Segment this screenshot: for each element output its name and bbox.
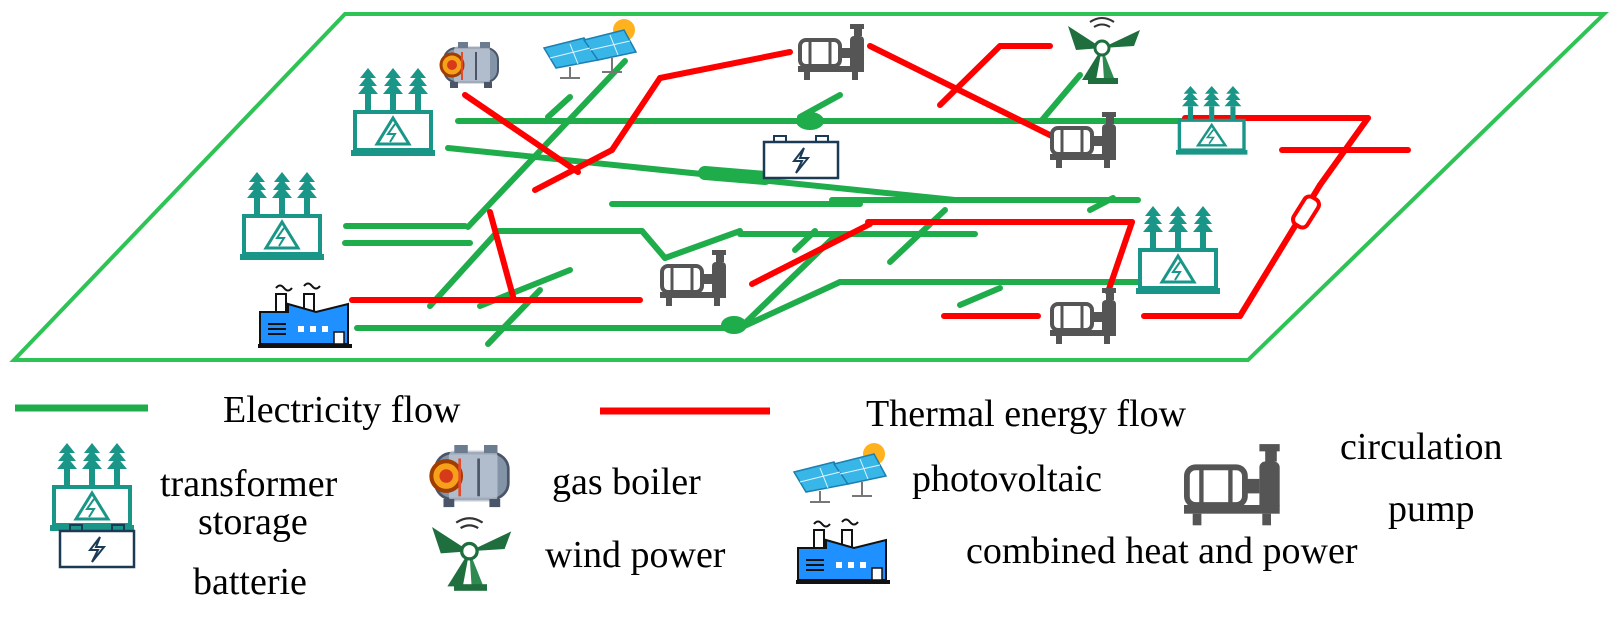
transformer-icon	[1174, 84, 1250, 157]
legend-circulation-label: circulation	[1340, 426, 1503, 468]
legend-chp-label: combined heat and power	[966, 530, 1358, 572]
legend-chp-icon	[795, 518, 891, 585]
legend-photovoltaic-label: photovoltaic	[912, 458, 1102, 500]
electricity-flow-lines	[342, 58, 1185, 347]
legend-transformer-label: transformer	[160, 463, 338, 505]
legend-wind-power-label: wind power	[545, 534, 726, 576]
circulation-pump-icon	[796, 22, 866, 82]
platform-outline	[9, 12, 1609, 362]
transformer-icon	[238, 170, 326, 262]
transformer-icon	[1134, 204, 1222, 296]
legend-pump-label: pump	[1388, 488, 1475, 530]
legend-transformer-icon	[48, 441, 136, 533]
legend-pump-icon	[1184, 444, 1280, 525]
circulation-pump-icon	[1048, 286, 1118, 346]
storage-battery-icon	[762, 134, 840, 180]
legend-gas-boiler-icon	[431, 445, 508, 507]
legend-thermal-label: Thermal energy flow	[866, 393, 1187, 435]
legend-storage-label: storage	[198, 501, 308, 543]
legend-wind-icon	[430, 516, 513, 593]
legend-gas-boiler-label: gas boiler	[552, 461, 701, 503]
thermal-flow-lines	[349, 43, 1411, 319]
legend-batterie-label: batterie	[193, 561, 307, 603]
legend-electricity-label: Electricity flow	[223, 389, 461, 431]
transformer-icon	[349, 66, 437, 158]
chp-plant-icon	[257, 282, 353, 349]
legend-battery-icon	[58, 523, 136, 569]
legend-photovoltaic-icon	[793, 442, 887, 503]
gas-boiler-icon	[439, 40, 500, 90]
photovoltaic-icon	[543, 18, 637, 79]
